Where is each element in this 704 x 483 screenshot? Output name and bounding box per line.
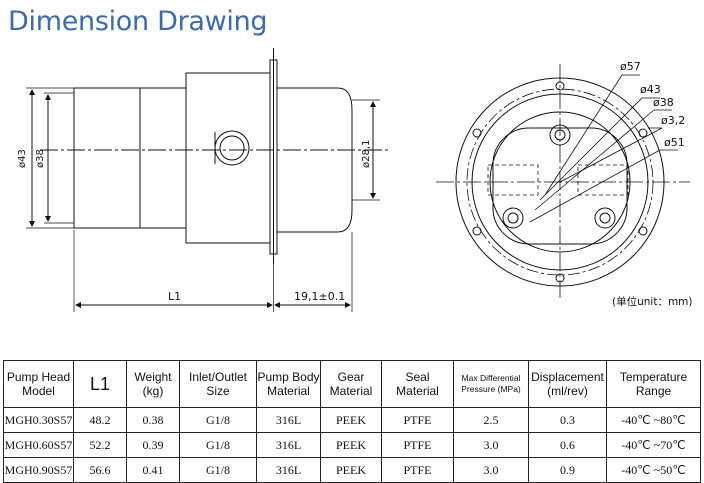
header-displacement: Displacement(ml/rev) xyxy=(528,360,607,408)
cell-pressure: 2.5 xyxy=(453,407,529,433)
cell-l1: 52.2 xyxy=(73,432,127,458)
cell-seal: PTFE xyxy=(381,407,454,433)
circ-label-57: ø57 xyxy=(620,60,641,73)
page-title: Dimension Drawing xyxy=(8,6,268,37)
cell-seal: PTFE xyxy=(381,432,454,458)
table-row: MGH0.30S57 48.2 0.38 G1/8 316L PEEK PTFE… xyxy=(3,407,701,433)
cell-body: 316L xyxy=(256,432,321,458)
cell-temperature: -40℃ ~70℃ xyxy=(606,432,701,458)
cell-model: MGH0.60S57 xyxy=(3,432,74,458)
cell-body: 316L xyxy=(256,407,321,433)
circ-label-38: ø38 xyxy=(653,96,674,109)
dimension-drawing: ø43 ø38 ø28,1 L1 19,1±0.1 xyxy=(17,48,693,312)
cell-weight: 0.38 xyxy=(126,407,180,433)
header-weight: Weight(kg) xyxy=(126,360,180,408)
front-view xyxy=(436,64,690,300)
cell-port: G1/8 xyxy=(179,432,257,458)
cell-model: MGH0.30S57 xyxy=(3,407,74,433)
dim-label-28: ø28,1 xyxy=(361,140,372,168)
cell-gear: PEEK xyxy=(320,407,382,433)
dim-label-l1: L1 xyxy=(168,290,181,303)
dim-label-19: 19,1±0.1 xyxy=(294,290,345,303)
pump-head xyxy=(185,72,271,244)
circ-label-43: ø43 xyxy=(640,83,661,96)
header-l1: L1 xyxy=(73,360,127,408)
cell-displacement: 0.6 xyxy=(528,432,607,458)
cell-pressure: 3.0 xyxy=(453,432,529,458)
table-row: MGH0.60S57 52.2 0.39 G1/8 316L PEEK PTFE… xyxy=(3,432,701,458)
port-inner xyxy=(219,135,245,161)
cell-gear: PEEK xyxy=(320,432,382,458)
circ-label-3: ø3,2 xyxy=(661,114,685,127)
cell-weight: 0.39 xyxy=(126,432,180,458)
cell-temperature: -40℃ ~80℃ xyxy=(606,407,701,433)
side-view xyxy=(26,48,390,312)
end-cap xyxy=(276,87,353,233)
cell-displacement: 0.3 xyxy=(528,407,607,433)
unit-note: (单位unit：mm) xyxy=(612,295,693,308)
dim-label-43: ø43 xyxy=(17,149,28,168)
cell-l1: 48.2 xyxy=(73,407,127,433)
motor-body xyxy=(73,87,187,229)
cell-port: G1/8 xyxy=(179,407,257,433)
dim-label-38: ø38 xyxy=(35,149,46,168)
circ-label-51: ø51 xyxy=(664,136,685,149)
